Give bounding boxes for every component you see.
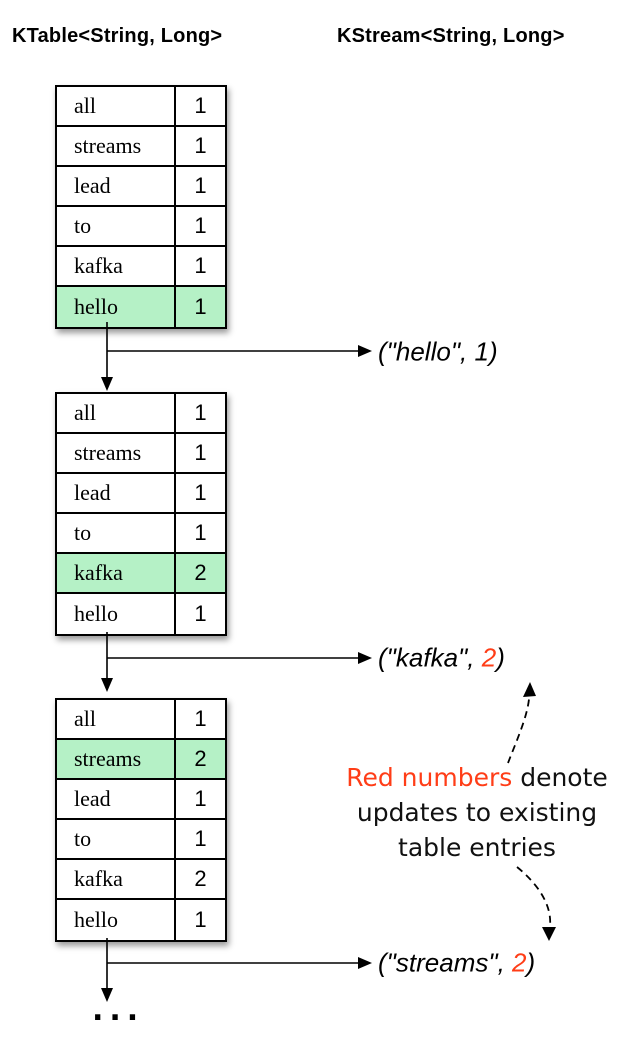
word-cell: lead [57,167,176,205]
record-value: 1 [474,336,489,367]
count-cell: 1 [194,400,207,425]
count-cell: 1 [194,213,207,238]
word-cell: streams [57,740,176,778]
table-row: streams 1 [57,127,225,167]
record-text: ) [496,642,505,673]
record-text: ) [526,947,536,978]
table-row: to 1 [57,207,225,247]
table-row-highlighted: kafka 2 [57,554,225,594]
count-cell: 1 [194,907,207,932]
table-row: to 1 [57,514,225,554]
count-cell: 1 [194,786,207,811]
record-text: ) [488,336,498,367]
record-value-updated: 2 [512,947,527,978]
word-cell: to [57,514,176,552]
table-row: streams 1 [57,434,225,474]
table-row: kafka 2 [57,860,225,900]
word-cell: all [57,87,176,125]
word-cell: hello [57,900,176,940]
red-numbers-annotation: Red numbers denote updates to existing t… [346,760,608,865]
count-cell: 1 [194,826,207,851]
word-cell: lead [57,780,176,818]
arrowhead-right-icon [358,652,372,664]
record-text: ("kafka", [378,642,482,673]
table-row: all 1 [57,394,225,434]
count-cell: 1 [194,480,207,505]
annotation-text: denote [512,763,608,792]
count-cell-updated: 2 [194,746,207,771]
table-row: hello 1 [57,900,225,940]
count-cell: 1 [194,133,207,158]
dashed-arrow-to-streams-value [516,866,551,927]
annotation-line-3: table entries [398,833,556,862]
ktable-state-3: all 1 streams 2 lead 1 to 1 kafka 2 hello 1 [55,698,227,942]
word-cell: to [57,207,176,245]
arrowhead-down-icon [101,377,113,391]
table-row: all 1 [57,87,225,127]
record-text: ("hello", [378,336,475,367]
count-cell: 1 [194,601,207,626]
count-cell: 1 [194,253,207,278]
word-cell: hello [57,287,176,327]
table-row: to 1 [57,820,225,860]
count-cell: 1 [194,706,207,731]
count-cell: 1 [194,173,207,198]
table-row: all 1 [57,700,225,740]
arrowhead-right-icon [358,957,372,969]
word-cell: kafka [57,247,176,285]
count-cell: 1 [194,93,207,118]
count-cell: 1 [194,440,207,465]
word-cell: kafka [57,554,176,592]
ktable-state-1: all 1 streams 1 lead 1 to 1 kafka 1 hello 1 [55,85,227,329]
table-row: lead 1 [57,780,225,820]
annotation-line-2: updates to existing [356,798,598,827]
table-row-highlighted: streams 2 [57,740,225,780]
dashed-arrowhead-down-icon [542,927,556,941]
kstream-header: KStream<String, Long> [337,25,565,47]
record-text: ("streams", [378,947,513,978]
word-cell: hello [57,594,176,634]
annotation-red-text: Red numbers [346,763,513,792]
table-row: hello 1 [57,594,225,634]
ktable-state-2: all 1 streams 1 lead 1 to 1 kafka 2 hello 1 [55,392,227,636]
table-row: kafka 1 [57,247,225,287]
table-row-highlighted: hello 1 [57,287,225,327]
record-value-updated: 2 [481,642,497,673]
count-cell: 2 [194,866,207,891]
word-cell: streams [57,127,176,165]
count-cell-updated: 2 [194,560,207,585]
word-cell: lead [57,474,176,512]
word-cell: to [57,820,176,858]
arrowhead-right-icon [358,345,372,357]
ktable-header: KTable<String, Long> [12,25,223,47]
dashed-arrow-to-kafka-value [507,698,530,764]
table-row: lead 1 [57,167,225,207]
stream-record-kafka: ("kafka", 2) [378,643,505,674]
count-cell: 1 [194,520,207,545]
stream-record-streams: ("streams", 2) [378,948,535,979]
count-cell: 1 [194,294,207,319]
annotation-line-1: Red numbers denote [346,760,608,795]
dashed-arrowhead-up-icon [523,682,536,697]
word-cell: kafka [57,860,176,898]
word-cell: all [57,700,176,738]
stream-record-hello: ("hello", 1) [378,337,498,368]
arrowhead-down-icon [101,678,113,692]
continuation-ellipsis: ... [92,993,145,1028]
word-cell: all [57,394,176,432]
word-cell: streams [57,434,176,472]
table-row: lead 1 [57,474,225,514]
